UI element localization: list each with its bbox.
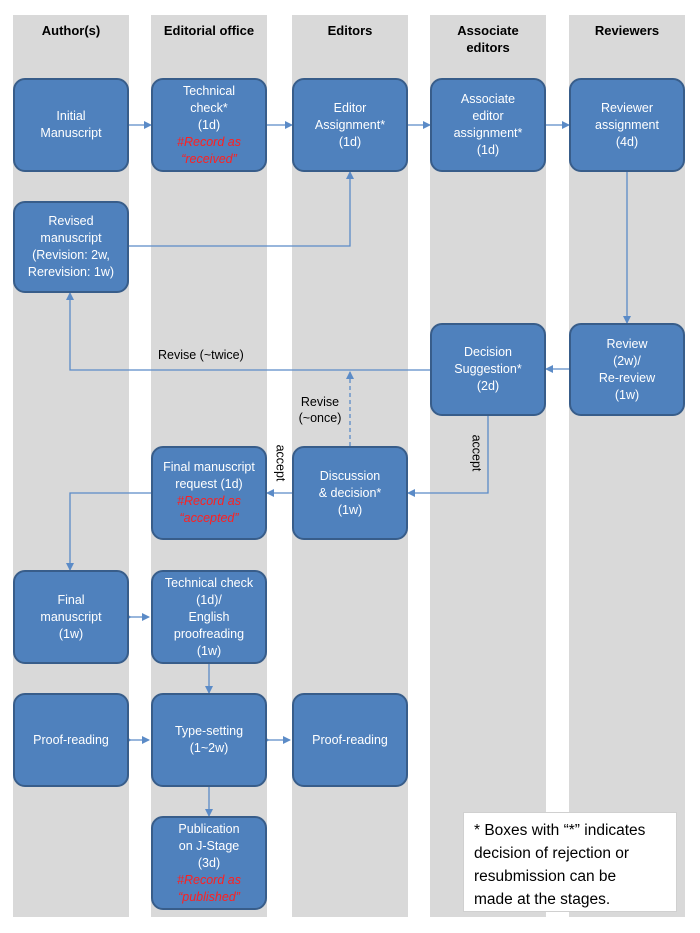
arrow-decision-to-discussion [407,416,489,497]
box-technical-check-english: Technical check (1d)/ English proofreadi… [151,570,267,664]
box-publication: Publication on J-Stage (3d) #Record as “… [151,816,267,910]
box-proof-reading-editor: Proof-reading [292,693,408,787]
box-decision-suggestion: Decision Suggestion* (2d) [430,323,546,416]
lane-title-editorial-office: Editorial office [163,23,255,38]
label-revise-once: Revise(~once) [298,395,342,425]
box-editor-assignment: Editor Assignment* (1d) [292,78,408,172]
label-accept-associate: accept [469,434,484,472]
note-box: * Boxes with “*” indicates decision of r… [463,812,677,912]
box-revised-manuscript: Revised manuscript (Revision: 2w, Rerevi… [13,201,129,293]
lane-title-editors: Editors [327,23,373,38]
box-proof-reading-author: Proof-reading [13,693,129,787]
box-associate-editor-assignment: Associate editor assignment* (1d) [430,78,546,172]
box-technical-check: Technical check* (1d) #Record as “receiv… [151,78,267,172]
box-type-setting: Type-setting (1~2w) [151,693,267,787]
arrow-revised-to-editor [129,171,354,247]
label-revise-twice: Revise (~twice) [158,348,244,362]
label-accept-editors: accept [273,444,288,482]
box-initial-manuscript: Initial Manuscript [13,78,129,172]
box-review: Review (2w)/ Re-review (1w) [569,323,685,416]
box-final-manuscript: Final manuscript (1w) [13,570,129,664]
box-discussion-decision: Discussion & decision* (1w) [292,446,408,540]
lane-title-reviewers: Reviewers [594,23,660,38]
arrow-decision-to-revised [66,292,431,371]
arrow-final-request-to-final-manuscript [66,492,151,571]
lane-title-authors: Author(s) [41,23,101,38]
box-reviewer-assignment: Reviewer assignment (4d) [569,78,685,172]
box-final-manuscript-request: Final manuscript request (1d) #Record as… [151,446,267,540]
